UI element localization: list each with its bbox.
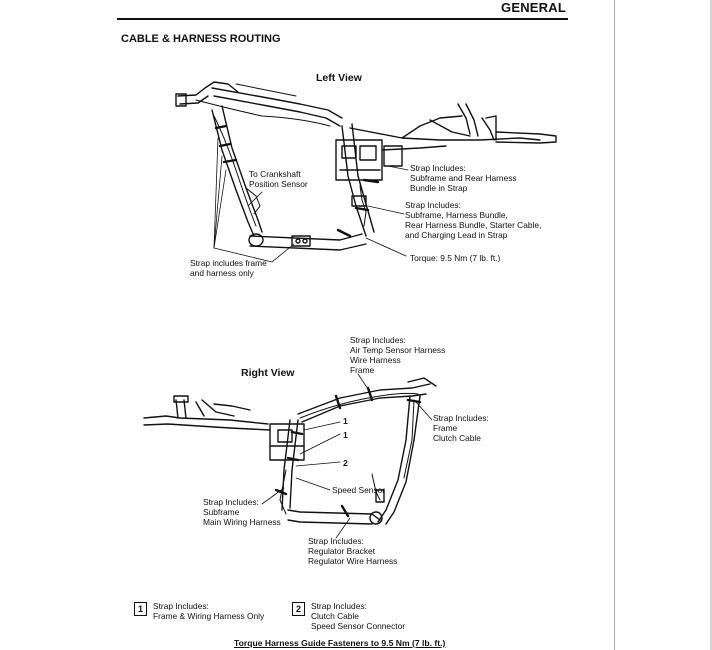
label-strap-harness-bundle: Strap Includes: Subframe, Harness Bundle… [405, 200, 542, 240]
left-view-title: Left View [316, 72, 362, 84]
right-view-title: Right View [241, 367, 295, 379]
legend-2-text: Strap Includes: Clutch Cable Speed Senso… [311, 601, 406, 631]
footer-torque-note: Torque Harness Guide Fasteners to 9.5 Nm… [234, 638, 446, 648]
callout-2: 2 [343, 458, 348, 468]
label-speed-sensor: Speed Sensor [332, 485, 386, 495]
callout-1-upper: 1 [343, 416, 348, 426]
legend-1-text: Strap Includes: Frame & Wiring Harness O… [153, 601, 265, 621]
label-strap-air-temp: Strap Includes: Air Temp Sensor Harness … [350, 335, 446, 375]
label-crankshaft-sensor: To Crankshaft Position Sensor [249, 169, 308, 189]
label-strap-clutch: Strap Includes: Frame Clutch Cable [433, 413, 489, 443]
label-torque-left: Torque: 9.5 Nm (7 lb. ft.) [410, 253, 501, 263]
header-rule [117, 18, 568, 20]
page-header-title: GENERAL [501, 0, 566, 15]
label-strap-regulator: Strap Includes: Regulator Bracket Regula… [308, 536, 398, 566]
page-edge-shadow [710, 0, 712, 650]
label-strap-subframe-rear: Strap Includes: Subframe and Rear Harnes… [410, 163, 517, 193]
page-edge [614, 0, 615, 650]
label-strap-frame-harness: Strap includes frame and harness only [190, 258, 267, 278]
section-title: CABLE & HARNESS ROUTING [121, 33, 281, 45]
legend-2-number: 2 [292, 602, 305, 616]
legend-1-number: 1 [134, 602, 147, 616]
label-strap-main-wiring: Strap Includes: Subframe Main Wiring Har… [203, 497, 281, 527]
callout-1-lower: 1 [343, 430, 348, 440]
